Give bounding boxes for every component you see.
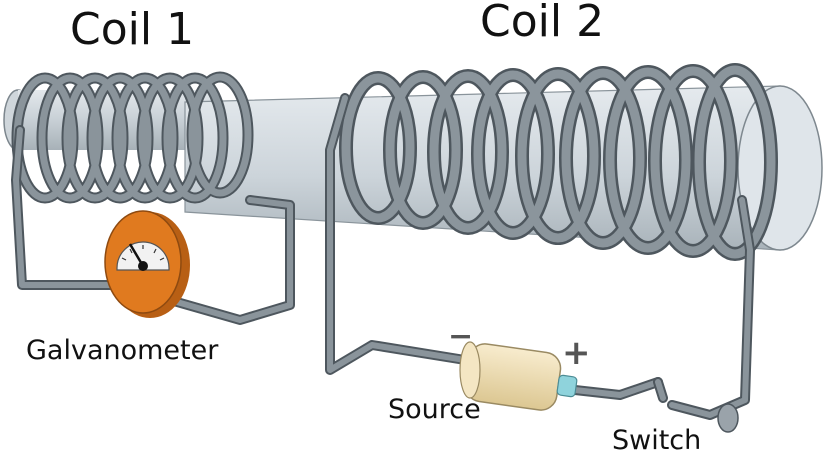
coil2-windings	[339, 63, 778, 261]
coil1-windings	[11, 71, 254, 204]
switch-icon	[653, 377, 739, 433]
galvanometer-icon	[104, 210, 190, 318]
source-label: Source	[388, 394, 481, 425]
coil1-label: Coil 1	[70, 4, 195, 55]
switch-label: Switch	[612, 425, 702, 456]
battery-icon	[459, 341, 578, 411]
coil2-circuit-wire	[325, 93, 755, 420]
positive-terminal-sign: +	[562, 333, 591, 373]
coil1-circuit-wire	[11, 125, 295, 325]
galvanometer-label: Galvanometer	[26, 335, 219, 366]
negative-terminal-sign: −	[448, 319, 474, 354]
coil2-label: Coil 2	[480, 0, 605, 47]
